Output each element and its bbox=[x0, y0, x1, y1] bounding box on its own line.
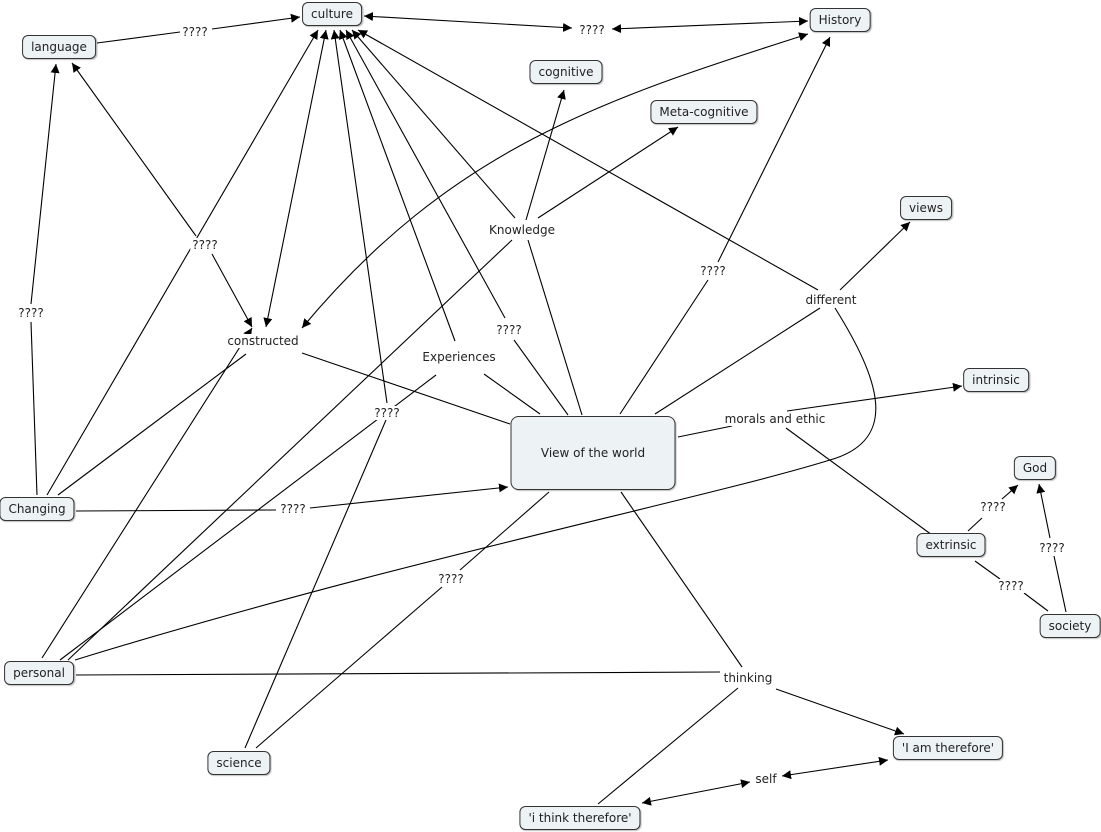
edge bbox=[255, 586, 443, 749]
edge bbox=[46, 29, 319, 496]
edge bbox=[41, 327, 253, 659]
link-experiences[interactable]: Experiences bbox=[420, 350, 498, 364]
edge bbox=[781, 756, 889, 780]
concept-views[interactable]: views bbox=[900, 196, 952, 220]
edge bbox=[619, 279, 709, 415]
link-language-constructed[interactable]: ???? bbox=[190, 238, 220, 252]
edge bbox=[785, 427, 933, 536]
concept-science[interactable]: science bbox=[207, 751, 271, 775]
edge bbox=[597, 687, 739, 805]
link-changing-view[interactable]: ???? bbox=[278, 502, 308, 516]
edge bbox=[75, 509, 277, 512]
edge bbox=[717, 36, 831, 263]
edge bbox=[345, 29, 506, 319]
link-constructed[interactable]: constructed bbox=[225, 334, 301, 348]
edge bbox=[211, 13, 301, 30]
concept-extrinsic[interactable]: extrinsic bbox=[916, 533, 986, 557]
concept-society[interactable]: society bbox=[1039, 614, 1101, 638]
link-knowledge[interactable]: Knowledge bbox=[487, 223, 557, 237]
edge bbox=[537, 126, 679, 219]
edge bbox=[1053, 555, 1067, 613]
concept-intrinsic[interactable]: intrinsic bbox=[963, 368, 1029, 392]
edge bbox=[57, 353, 247, 496]
edge bbox=[611, 16, 809, 34]
edge bbox=[363, 12, 573, 32]
concept-culture[interactable]: culture bbox=[302, 2, 362, 26]
concept-personal[interactable]: personal bbox=[4, 661, 74, 685]
concept-language[interactable]: language bbox=[22, 35, 96, 59]
concept-god[interactable]: God bbox=[1013, 456, 1057, 480]
edge bbox=[483, 373, 541, 415]
edge bbox=[75, 671, 721, 676]
edge bbox=[351, 29, 516, 219]
edge bbox=[74, 307, 877, 661]
link-society-god[interactable]: ???? bbox=[1037, 541, 1067, 555]
link-knowledge-view[interactable]: ???? bbox=[494, 323, 524, 337]
link-thinking[interactable]: thinking bbox=[721, 671, 775, 685]
edge bbox=[301, 32, 809, 329]
edge bbox=[67, 239, 513, 661]
concept-view-of-the-world[interactable]: View of the world bbox=[510, 416, 676, 490]
edge bbox=[30, 63, 60, 305]
edge bbox=[513, 339, 569, 416]
concept-cognitive[interactable]: cognitive bbox=[529, 60, 603, 84]
link-language-culture[interactable]: ???? bbox=[180, 25, 210, 39]
edge bbox=[1001, 484, 1019, 500]
edge bbox=[459, 491, 550, 571]
link-changing-language[interactable]: ???? bbox=[16, 306, 46, 320]
edge bbox=[59, 374, 437, 661]
edge bbox=[974, 560, 1001, 580]
link-morals-and-ethic[interactable]: morals and ethic bbox=[722, 412, 828, 426]
edge bbox=[1023, 592, 1049, 612]
link-different[interactable]: different bbox=[803, 293, 859, 307]
concept-changing[interactable]: Changing bbox=[0, 497, 75, 521]
edge bbox=[527, 239, 583, 416]
edge bbox=[967, 517, 983, 532]
edge bbox=[641, 779, 751, 806]
concept-i-am-therefore[interactable]: 'I am therefore' bbox=[892, 736, 1004, 760]
link-extrinsic-god[interactable]: ???? bbox=[978, 500, 1008, 514]
link-culture-history[interactable]: ???? bbox=[577, 23, 607, 37]
edge bbox=[775, 688, 905, 736]
concept-meta-cognitive[interactable]: Meta-cognitive bbox=[650, 100, 758, 124]
edge bbox=[786, 382, 963, 412]
link-history-view[interactable]: ???? bbox=[698, 264, 728, 278]
edge bbox=[301, 352, 511, 425]
edge bbox=[677, 425, 733, 438]
concept-i-think-therefore[interactable]: 'i think therefore' bbox=[519, 806, 641, 830]
edge bbox=[211, 253, 253, 328]
edge bbox=[525, 89, 566, 221]
edge bbox=[839, 221, 911, 291]
edge bbox=[263, 29, 329, 328]
edge bbox=[96, 31, 181, 44]
edge bbox=[309, 483, 509, 509]
edge bbox=[620, 491, 743, 668]
edge bbox=[1036, 483, 1051, 539]
link-extrinsic-society[interactable]: ???? bbox=[996, 579, 1026, 593]
edge bbox=[30, 321, 38, 496]
link-science-culture[interactable]: ???? bbox=[372, 406, 402, 420]
edge bbox=[71, 62, 197, 237]
concept-history[interactable]: History bbox=[809, 8, 871, 32]
link-personal-view[interactable]: ???? bbox=[436, 572, 466, 586]
edge bbox=[654, 307, 821, 415]
edge bbox=[244, 419, 387, 749]
edge bbox=[338, 29, 456, 342]
link-self[interactable]: self bbox=[753, 772, 779, 786]
